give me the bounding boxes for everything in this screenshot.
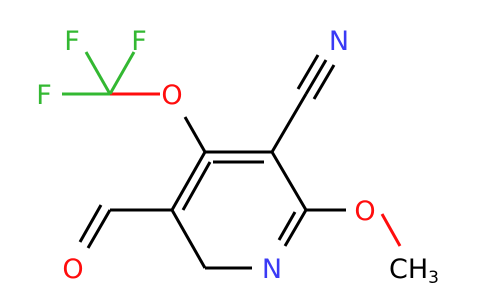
atom-o-ether-top: O: [161, 80, 182, 111]
atom-o-methoxy: O: [354, 196, 375, 227]
bond-c5-c4-inner: [181, 161, 212, 211]
atom-f-top-left: F: [64, 26, 80, 57]
atom-labels: F F F O N N O CH3 O: [36, 26, 439, 288]
bond-c4-o: [183, 116, 207, 153]
atom-ch3-h: H: [408, 254, 428, 285]
bond-c6-c5: [170, 209, 207, 269]
bonds: [62, 51, 402, 270]
bond-c-o-double-2: [78, 204, 103, 243]
bond-c-o-double-1: [86, 209, 112, 249]
atom-ch3-subscript: 3: [428, 268, 439, 288]
atom-n-ring: N: [262, 254, 282, 285]
bond-c3-cn: [270, 93, 308, 153]
bond-c2-n1-inner: [277, 211, 297, 241]
atom-o-aldehyde: O: [62, 254, 83, 285]
bond-triple-3: [312, 64, 336, 100]
atom-ch3-c: C: [389, 254, 408, 285]
atom-ch3: CH3: [389, 254, 439, 288]
bond-o-ch3: [380, 213, 402, 247]
bond-triple-2: [296, 54, 320, 90]
atom-f-top-right: F: [131, 26, 147, 57]
atom-f-left: F: [36, 80, 52, 111]
bond-c3-c2: [270, 151, 308, 211]
bond-triple-1: [304, 59, 328, 95]
bond-c2-n1: [283, 209, 308, 247]
bond-cf3-f-top-left: [84, 51, 112, 95]
bond-cf3-f-top-right: [108, 51, 136, 95]
bond-c5-c4: [170, 151, 207, 211]
atom-n-nitrile: N: [329, 26, 349, 57]
